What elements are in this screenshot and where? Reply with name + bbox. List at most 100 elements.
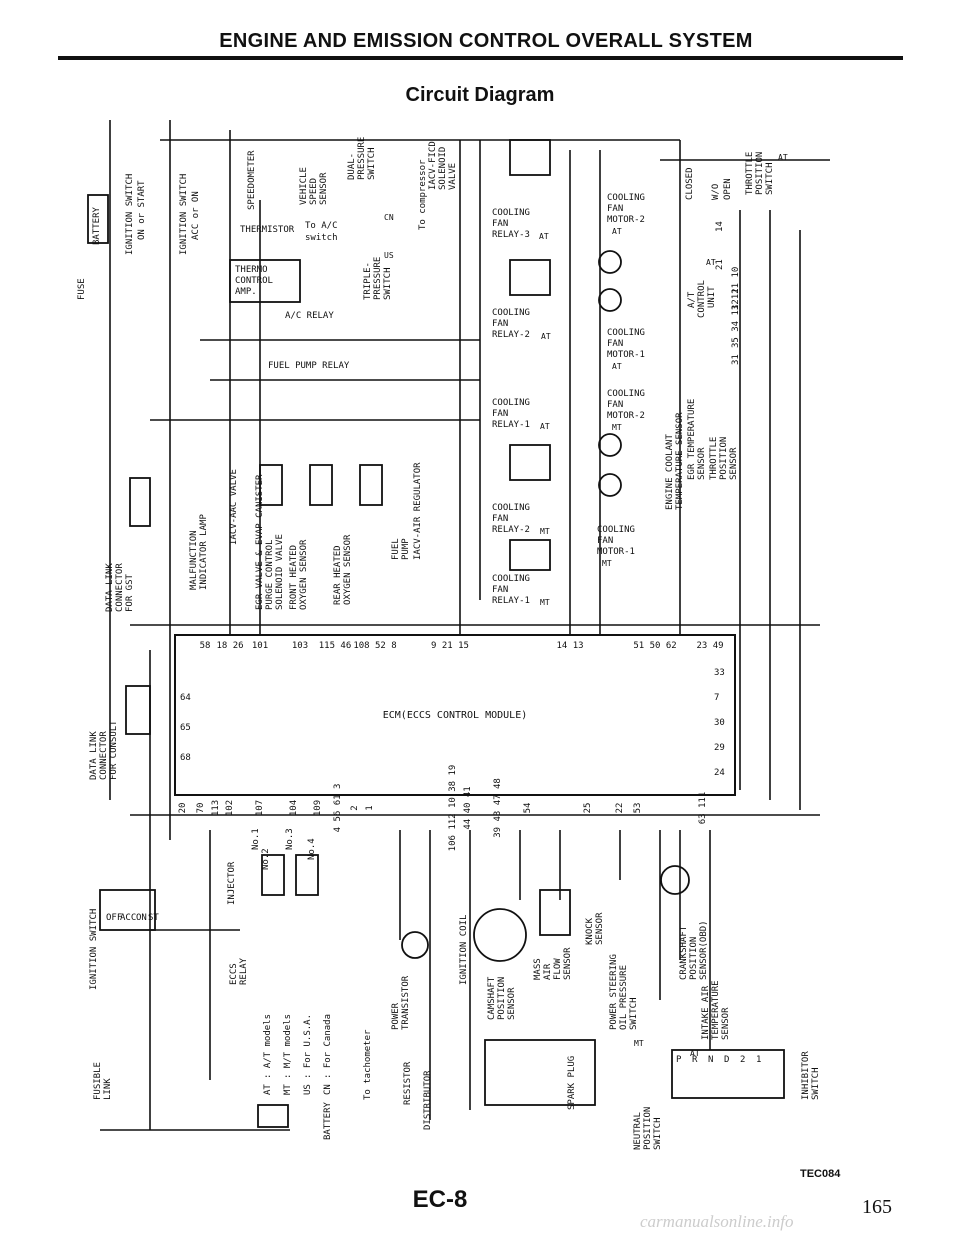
camshaft-sensor-label-1: CAMSHAFT xyxy=(487,976,497,1020)
data-link-consult-label-3: FOR CONSULT xyxy=(109,720,119,780)
cf-motor2-mt-label-2: FAN xyxy=(607,400,623,410)
tag-mt-motor2: MT xyxy=(612,423,622,432)
ecm-pin-103: 103 xyxy=(292,641,308,651)
mil-label-1: MALFUNCTION xyxy=(189,530,199,590)
ecm-bottom-pin: 53 xyxy=(633,803,643,814)
data-link-consult-label-1: DATA LINK xyxy=(89,731,99,780)
neutral-switch-label-2: POSITION xyxy=(643,1107,653,1150)
ecm-bottom-pin: 4 56 61 3 xyxy=(333,784,343,833)
legend-at-tag: AT xyxy=(263,1084,273,1095)
ecm-pin-101: 101 xyxy=(252,641,268,651)
iat-sensor-label-2: TEMPERATURE xyxy=(711,980,721,1040)
data-link-gst-label-2: CONNECTOR xyxy=(115,563,125,612)
egr-temp-sensor-label-2: SENSOR xyxy=(697,447,707,480)
inhibitor-state-1: 1 xyxy=(756,1055,761,1065)
ecm-bottom-pin: 109 xyxy=(313,800,323,816)
camshaft-sensor-label-3: SENSOR xyxy=(507,987,517,1020)
at-pin-31: 31 xyxy=(731,354,741,365)
crankshaft-sensor-label-2: POSITION xyxy=(689,937,699,980)
battery-label: BATTERY xyxy=(92,206,102,245)
legend-cn-text: : For Canada xyxy=(323,1014,333,1079)
at-pin-14: 14 xyxy=(715,221,725,232)
at-control-unit-label-1: A/T xyxy=(687,291,697,308)
tps-wo-label: W/O xyxy=(711,184,721,200)
speedometer-label: SPEEDOMETER xyxy=(247,150,257,210)
cf-motor1-mt-label-3: MOTOR-1 xyxy=(597,547,635,557)
ecm-bottom-pin: 63 111 xyxy=(698,792,708,825)
at-control-unit-label-2: CONTROL xyxy=(697,280,707,318)
tag-at-tps: AT xyxy=(778,153,788,162)
cf-relay1-mt-label-1: COOLING xyxy=(492,574,530,584)
to-compressor-label: To compressor xyxy=(418,159,428,230)
tag-mt-motor1: MT xyxy=(602,559,612,568)
fuel-pump-relay-label: FUEL PUMP RELAY xyxy=(268,361,350,371)
ecm-bottom-pin: 70 xyxy=(196,803,206,814)
ign-switch-acc-on-sub: ACC or ON xyxy=(191,191,201,240)
fuel-pump-label-2: PUMP xyxy=(401,538,411,560)
ecm-bottom-pin: 20 xyxy=(178,803,188,814)
fusible-link-label-1: FUSIBLE xyxy=(93,1062,103,1100)
injector-no4-label: No.4 xyxy=(307,838,317,860)
legend-cn-tag: CN xyxy=(323,1084,333,1095)
ecm-pin-51-50-62: 51 50 62 xyxy=(633,641,676,651)
page-title: ENGINE AND EMISSION CONTROL OVERALL SYST… xyxy=(219,30,753,52)
ecm-pin-24: 24 xyxy=(714,768,725,778)
ecm-pin-30: 30 xyxy=(714,718,725,728)
at-control-unit-label-3: UNIT xyxy=(707,286,717,308)
cf-motor2-mt-label-3: MOTOR-2 xyxy=(607,411,645,421)
ecm-pin-9-21-15: 9 21 15 xyxy=(431,641,469,651)
diagram-title: Circuit Diagram xyxy=(405,84,555,106)
iacv-aac-label: IACV-AAC VALVE xyxy=(229,469,239,545)
tag-at-relay3: AT xyxy=(539,232,549,241)
cf-relay2-mt-label-2: FAN xyxy=(492,514,508,524)
ps-switch-label-1: POWER STEERING xyxy=(609,954,619,1030)
tag-at-relay1: AT xyxy=(540,422,550,431)
legend-mt-tag: MT xyxy=(283,1084,293,1095)
rear-o2-label-2: OXYGEN SENSOR xyxy=(343,534,353,605)
ign-state-on: ON xyxy=(136,913,147,923)
tag-at-iat: AT xyxy=(690,1049,700,1058)
ecm-bottom-pin: 107 xyxy=(255,800,265,816)
cf-relay1-at-label-3: RELAY-1 xyxy=(492,420,530,430)
upper-labels: BATTERY FUSE IGNITION SWITCH ON or START… xyxy=(77,137,458,371)
title-rule xyxy=(58,56,903,60)
cf-relay1-mt-label-3: RELAY-1 xyxy=(492,596,530,606)
tag-mt-ps-switch: MT xyxy=(634,1039,644,1048)
to-ac-switch-label-2: switch xyxy=(305,233,338,243)
to-tachometer-label: To tachometer xyxy=(363,1029,373,1100)
cf-motor1-at-label-1: COOLING xyxy=(607,328,645,338)
legend-mt-text: : M/T models xyxy=(283,1014,293,1079)
cf-motor1-mt-label-1: COOLING xyxy=(597,525,635,535)
egr-purge-label-2: PURGE CONTROL xyxy=(265,540,275,610)
resistor-label: RESISTOR xyxy=(403,1061,413,1105)
ignition-switch-label: IGNITION SWITCH xyxy=(89,909,99,990)
model-tags: AT AT AT AT AT MT MT MT MT AT AT CN US M… xyxy=(384,153,788,1058)
ecm-label: ECM(ECCS CONTROL MODULE) xyxy=(383,710,528,721)
knock-sensor-label-2: SENSOR xyxy=(595,912,605,945)
injector-no2-label: No.2 xyxy=(261,848,271,870)
throttle-sensor-label-3: SENSOR xyxy=(729,447,739,480)
triple-pressure-label-1: TRIPLE- xyxy=(363,262,373,300)
dual-pressure-label-2: PRESSURE xyxy=(357,137,367,180)
cf-relay3-at-label-2: FAN xyxy=(492,219,508,229)
ecm-bottom-pin: 54 xyxy=(523,803,533,814)
to-ac-switch-label-1: To A/C xyxy=(305,221,338,231)
ecm-pin-7: 7 xyxy=(714,693,719,703)
injector-no3-label: No.3 xyxy=(285,828,295,850)
tag-at-motor2: AT xyxy=(612,227,622,236)
eccs-relay-label-2: RELAY xyxy=(239,957,249,985)
cf-relay2-at-label-3: RELAY-2 xyxy=(492,330,530,340)
inhibitor-state-d: D xyxy=(724,1055,729,1065)
tps-switch-label-2: POSITION xyxy=(755,152,765,195)
maf-label-3: FLOW xyxy=(553,958,563,980)
tps-open-label: OPEN xyxy=(723,178,733,200)
iacv-ficd-label-2: SOLENOID xyxy=(438,147,448,190)
maf-label-4: SENSOR xyxy=(563,947,573,980)
cf-relay3-at-label-3: RELAY-3 xyxy=(492,230,530,240)
ecm-bottom-pin: 25 xyxy=(583,803,593,814)
ecm-pin-108-52-8: 108 52 8 xyxy=(353,641,396,651)
vss-label-3: SENSOR xyxy=(319,172,329,205)
cf-motor1-mt-label-2: FAN xyxy=(597,536,613,546)
cf-motor2-mt-label-1: COOLING xyxy=(607,389,645,399)
ect-sensor-label-1: ENGINE COOLANT xyxy=(665,434,675,510)
